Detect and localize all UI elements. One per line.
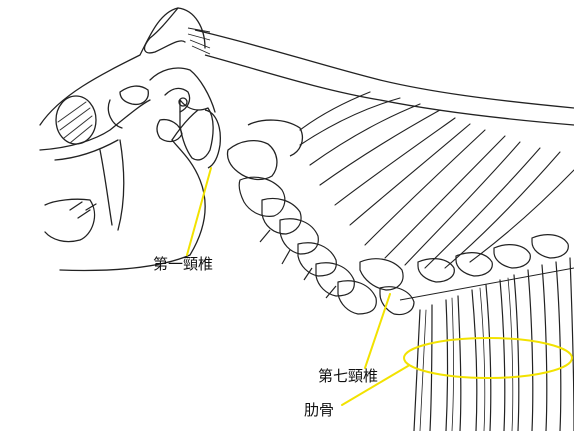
label-ribs: 肋骨 [304,401,335,419]
label-seventh-cervical-vertebra: 第七頸椎 [318,367,379,385]
orbit-shading [57,101,93,144]
leader-seventh-cervical [364,293,391,369]
cervical-chain [238,176,415,316]
upper-cervical-vertebrae [156,99,304,181]
orbit [55,95,97,145]
leader-ribs [341,365,409,406]
rib-highlight-ellipse [403,337,573,379]
leader-first-cervical [186,167,212,256]
thoracic-spines [299,91,574,269]
label-first-cervical-vertebra: 第一頸椎 [153,255,214,273]
ribs-group [413,257,574,431]
nuchal-ligament [187,27,574,126]
annotation-marks [186,167,573,406]
thoracic-vertebrae [399,234,574,301]
skull-outline [39,7,216,272]
